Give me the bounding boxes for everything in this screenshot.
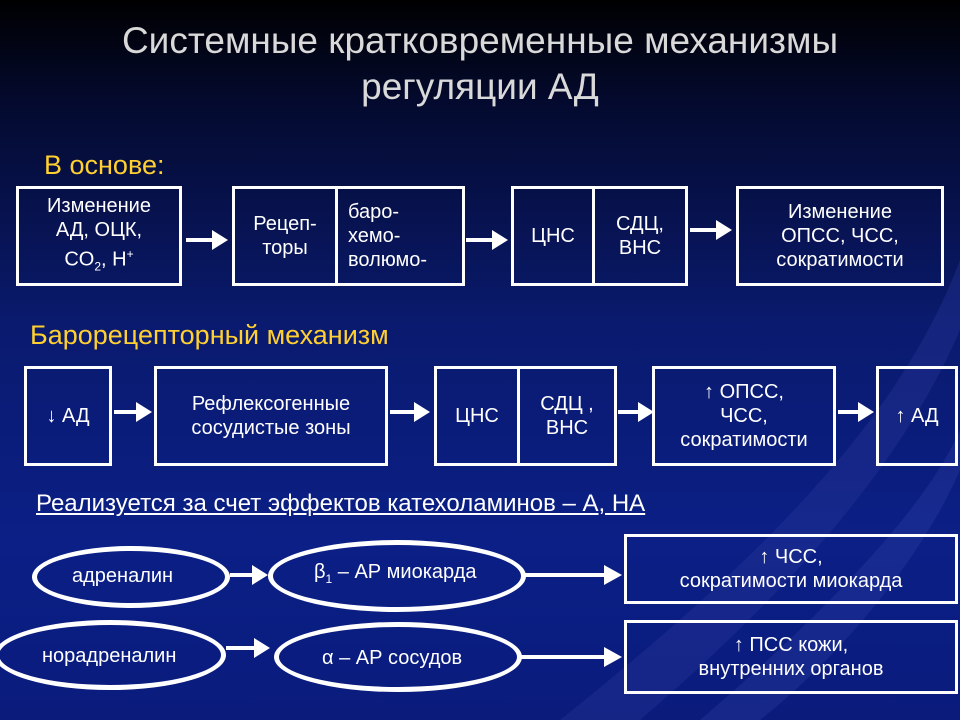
arrow-right-icon xyxy=(618,402,654,422)
box-reflexogenic-zones: Рефлексогенные сосудистые зоны xyxy=(154,366,388,466)
arrow-right-icon xyxy=(390,402,430,422)
box-cns-2: ЦНС xyxy=(434,366,520,466)
label-alpha-receptor: α – АР сосудов xyxy=(322,647,463,669)
box-vmc-1: СДЦ, ВНС xyxy=(592,186,688,286)
box-zones-line2: сосудистые зоны xyxy=(191,417,351,439)
arrow-right-icon xyxy=(466,230,508,250)
box-vmc-1-line1: СДЦ, xyxy=(616,213,664,235)
title-line-2: регуляции АД xyxy=(361,66,599,107)
beta-effect-line2: сократимости миокарда xyxy=(679,570,903,592)
receptor-type-volumo: волюмо- xyxy=(348,249,428,271)
oval-alpha-receptor xyxy=(274,622,522,692)
label-beta-receptor: β1 – АР миокарда xyxy=(314,561,477,586)
arrow-right-icon xyxy=(690,220,732,240)
receptor-type-chemo: хемо- xyxy=(348,225,401,247)
box-receptor-types: баро- хемо- волюмо- xyxy=(335,186,465,286)
box-alpha-effect: ↑ ПСС кожи, внутренних органов xyxy=(624,620,958,694)
arrow-right-icon xyxy=(186,230,228,250)
arrow-right-icon xyxy=(838,402,874,422)
box-change-bp: Изменение АД, ОЦК, CO2, H+ xyxy=(16,186,182,286)
box-baro-result-line2: ЧСС, xyxy=(720,405,768,427)
box-change-bp-line2: АД, ОЦК, xyxy=(55,218,143,241)
box-baro-result: ↑ ОПСС, ЧСС, сократимости xyxy=(652,366,836,466)
box-change-bp-line3: CO2, H+ xyxy=(64,246,134,274)
box-cns-1: ЦНС xyxy=(511,186,595,286)
box-baro-result-line3: сократимости xyxy=(680,429,808,451)
receptor-type-baro: баро- xyxy=(348,201,400,223)
arrow-right-icon xyxy=(524,565,622,585)
box-vmc-2: СДЦ , ВНС xyxy=(517,366,617,466)
label-noradrenaline: норадреналин xyxy=(42,645,177,667)
box-bp-down: ↓ АД xyxy=(24,366,112,466)
box-vmc-1-line2: ВНС xyxy=(618,237,662,259)
arrow-right-icon xyxy=(226,638,270,658)
box-baro-result-line1: ↑ ОПСС, xyxy=(704,381,784,403)
box-receptors-line2: торы xyxy=(262,237,308,259)
box-receptors: Рецеп- торы xyxy=(232,186,338,286)
slide-title: Системные кратковременные механизмы регу… xyxy=(0,18,960,110)
heading-baroreceptor: Барорецепторный механизм xyxy=(30,320,389,350)
alpha-effect-line1: ↑ ПСС кожи, xyxy=(733,634,849,656)
box-zones-line1: Рефлексогенные xyxy=(191,393,351,415)
title-line-1: Системные кратковременные механизмы xyxy=(121,20,839,61)
arrow-right-icon xyxy=(520,647,622,667)
box-beta-effect: ↑ ЧСС, сократимости миокарда xyxy=(624,534,958,604)
heading-basis: В основе: xyxy=(44,150,165,180)
alpha-effect-line2: внутренних органов xyxy=(698,658,884,680)
box-bp-up: ↑ АД xyxy=(876,366,958,466)
beta-effect-line1: ↑ ЧСС, xyxy=(759,546,823,568)
box-change-result: Изменение ОПСС, ЧСС, сократимости xyxy=(736,186,944,286)
oval-noradrenaline xyxy=(0,620,226,690)
box-change-result-line3: сократимости xyxy=(776,249,904,271)
box-change-result-line2: ОПСС, ЧСС, xyxy=(781,225,899,247)
heading-catecholamines: Реализуется за счет эффектов катехоламин… xyxy=(36,490,646,517)
box-vmc-2-line1: СДЦ , xyxy=(540,393,594,415)
box-change-result-line1: Изменение xyxy=(788,201,892,223)
arrow-right-icon xyxy=(114,402,152,422)
box-receptors-line1: Рецеп- xyxy=(253,213,317,235)
box-change-bp-line1: Изменение xyxy=(47,194,151,217)
arrow-right-icon xyxy=(230,565,268,585)
oval-beta-receptor xyxy=(268,540,526,612)
oval-adrenaline xyxy=(32,546,230,608)
label-adrenaline: адреналин xyxy=(72,565,174,587)
box-vmc-2-line2: ВНС xyxy=(545,417,589,439)
